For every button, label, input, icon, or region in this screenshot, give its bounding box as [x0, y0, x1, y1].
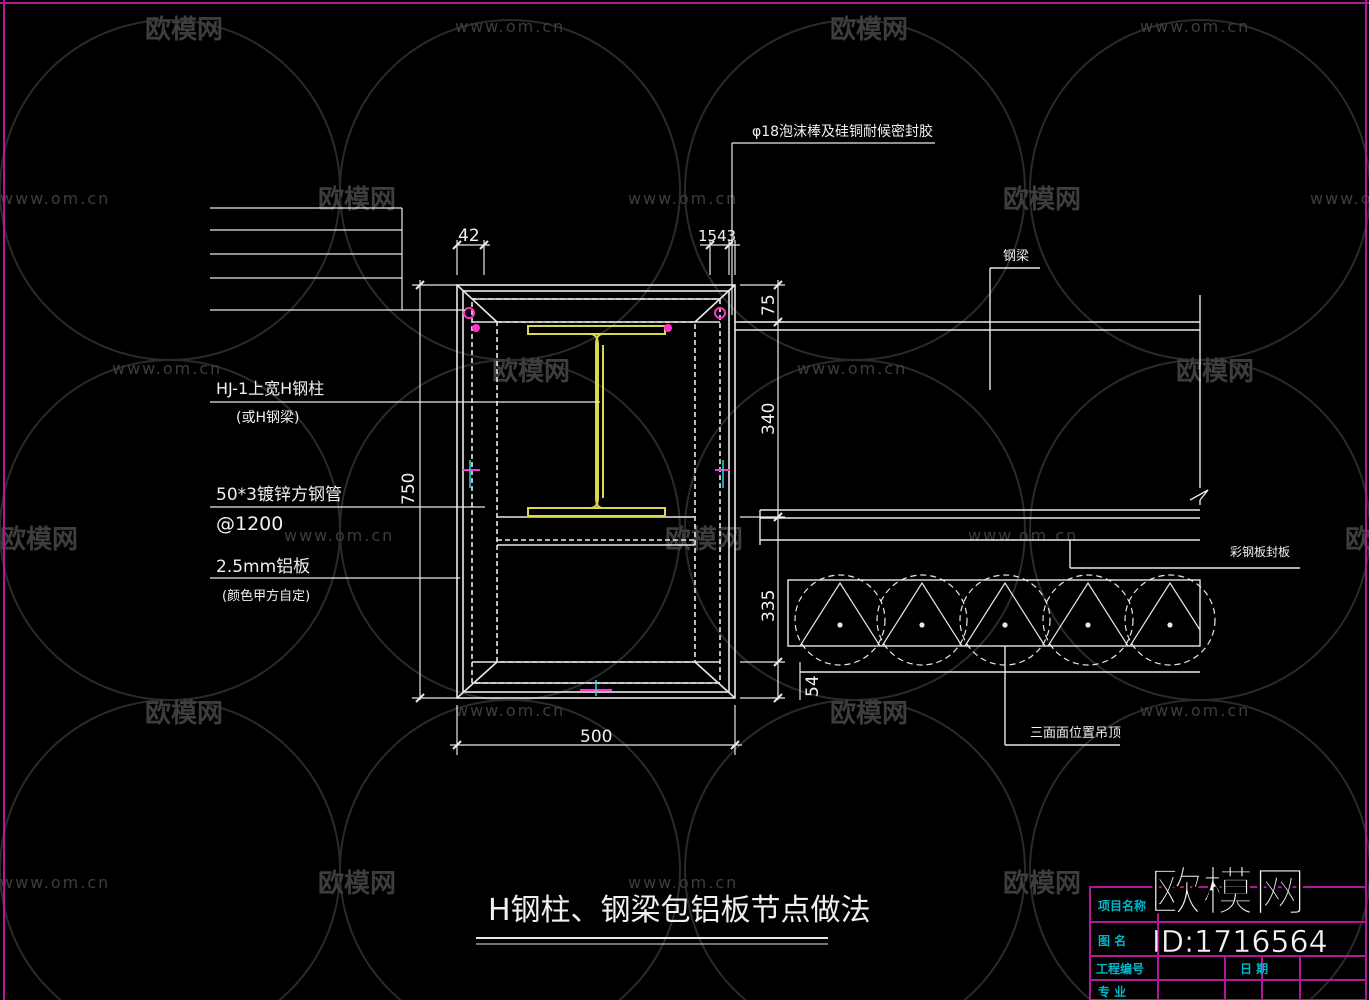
- column-label-2: (或H钢梁): [236, 410, 299, 426]
- brand-watermark: 欧模网 ID:1716564: [1150, 863, 1328, 961]
- dim-750: 750: [399, 473, 419, 505]
- annotation-labels: φ18泡沫棒及硅铜耐候密封胶 钢梁 HJ-1上宽H钢柱 (或H钢梁) 50*3镀…: [216, 123, 1290, 741]
- ceiling-pattern: [794, 574, 1216, 666]
- tube-label-1: 50*3镀锌方钢管: [216, 485, 342, 505]
- tb-project: 项目名称: [1098, 898, 1146, 913]
- plate-label-1: 2.5mm铝板: [216, 557, 310, 577]
- watermark-url: www.om.cn: [797, 359, 907, 378]
- watermark-url: www.om.cn: [0, 873, 110, 892]
- title-block-labels: 项目名称 图 名 工程编号 日 期 专 业: [1096, 898, 1268, 999]
- brand-watermark-id: ID:1716564: [1152, 925, 1328, 960]
- watermark-url: www.om.cn: [455, 701, 565, 720]
- watermark-url: www.om.cn: [284, 526, 394, 545]
- brand-watermark-name: 欧模网: [1150, 863, 1306, 923]
- watermark-brand: 欧模网: [145, 698, 223, 729]
- side-seal-label: 彩钢板封板: [1230, 545, 1290, 559]
- beam-and-ceiling: [735, 267, 1300, 746]
- leader-lines: [210, 142, 935, 579]
- watermark-url: www.om.cn: [1140, 701, 1250, 720]
- column-label-1: HJ-1上宽H钢柱: [216, 379, 324, 398]
- steel-beam-label: 钢梁: [1003, 249, 1029, 264]
- watermark-brand: 欧模网: [492, 356, 570, 387]
- dim-500: 500: [580, 727, 612, 747]
- watermark-brand: 欧模网: [0, 524, 78, 555]
- watermark-url: www.om.cn: [1140, 17, 1250, 36]
- dim-335: 335: [759, 590, 779, 622]
- hanger-label: 三面面位置吊顶: [1030, 726, 1121, 741]
- watermark-brand: 欧模网: [830, 698, 908, 729]
- watermark-brand: 欧模网: [318, 184, 396, 215]
- tb-date: 日 期: [1240, 961, 1268, 976]
- dimension-texts: 42 1543 75 340 335 54 750 500: [399, 226, 823, 747]
- watermark-brand: 欧模网: [1003, 184, 1081, 215]
- plate-label-2: (颜色甲方自定): [222, 588, 310, 604]
- watermark-url: www.om.cn: [455, 17, 565, 36]
- watermark-brand: 欧模网: [830, 14, 908, 45]
- watermark-brand: 欧模网: [1176, 356, 1254, 387]
- watermark-url: www.om.cn: [628, 189, 738, 208]
- drawing-title: H钢柱、钢梁包铝板节点做法: [476, 893, 871, 945]
- tb-proj-no: 工程编号: [1096, 961, 1144, 976]
- watermark-url: www.om.cn: [628, 873, 738, 892]
- dim-1543: 1543: [698, 227, 736, 245]
- watermark-brand: 欧模网: [145, 14, 223, 45]
- watermark-urls: www.om.cn www.om.cn www.om.cn www.om.cn …: [0, 17, 1369, 892]
- drawing-title-text: H钢柱、钢梁包铝板节点做法: [488, 893, 871, 928]
- tb-dept: 专 业: [1098, 984, 1126, 999]
- tube-label-2: @1200: [216, 513, 283, 535]
- watermark-brand: 欧模网: [1003, 868, 1081, 899]
- watermark-url: www.om.cn: [968, 526, 1078, 545]
- h-steel-column: [527, 325, 666, 517]
- dim-42: 42: [458, 226, 480, 246]
- title-block: [1089, 886, 1367, 1000]
- section-outline: [456, 284, 736, 699]
- top-note-label: φ18泡沫棒及硅铜耐候密封胶: [752, 123, 933, 140]
- watermark-brand: 欧模网: [318, 868, 396, 899]
- dim-54: 54: [803, 675, 823, 697]
- watermark-url: www.om.cn: [0, 189, 110, 208]
- fastener-cyan: [469, 460, 724, 696]
- watermark-brand: 欧模网: [665, 524, 743, 555]
- dim-340: 340: [759, 403, 779, 435]
- dim-75: 75: [759, 294, 779, 316]
- watermark-url: www.om.cn: [112, 359, 222, 378]
- tb-drawing: 图 名: [1098, 933, 1126, 948]
- watermark-url: www.om.cn: [1310, 189, 1369, 208]
